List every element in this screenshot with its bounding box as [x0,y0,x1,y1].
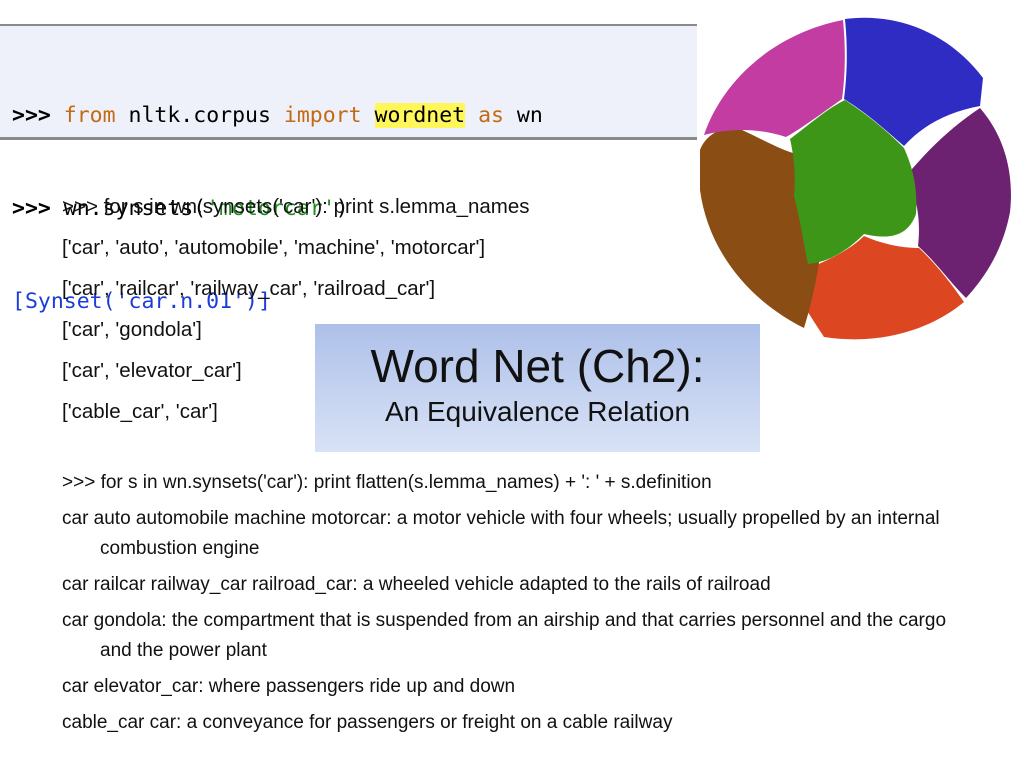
lemma-command-line: >>> for s in wn.synsets('car'): print s.… [62,195,530,218]
logo-segment-purple [906,108,1011,298]
code-alias: wn [516,103,543,128]
definition-line: car railcar railway_car railroad_car: a … [62,574,771,595]
logo-icon [700,17,1011,340]
wordnet-logo [698,0,1024,345]
code-keyword-import: import [283,103,362,128]
code-call: wn.synsets( [63,196,207,221]
slide-title: Word Net (Ch2): [370,340,705,392]
slide-title-box: Word Net (Ch2): An Equivalence Relation [315,324,760,452]
code-close-paren: ) [335,196,349,221]
code-snippet: >>> from nltk.corpus import wordnet as w… [0,24,697,314]
code-output: [Synset('car.n.01')] [12,289,271,314]
code-prompt: >>> [12,103,51,128]
definition-line: car gondola: the compartment that is sus… [62,610,947,661]
code-string-arg: 'motorcar' [206,196,336,221]
logo-segment-orange [786,236,964,340]
code-keyword-from: from [63,103,116,128]
logo-segment-blue [844,17,983,146]
lemma-result-line: ['car', 'elevator_car'] [62,359,242,382]
code-line-synsets: >>> wn.synsets('motorcar') [12,193,697,224]
definition-line: cable_car car: a conveyance for passenge… [62,712,673,733]
slide-subtitle: An Equivalence Relation [384,396,691,427]
code-line-output: [Synset('car.n.01')] [12,286,697,317]
code-keyword-as: as [478,103,504,128]
code-line-import: >>> from nltk.corpus import wordnet as w… [12,100,697,131]
code-highlight-wordnet: wordnet [374,103,466,128]
lemma-result-line: ['car', 'railcar', 'railway_car', 'railr… [62,277,436,300]
code-module: nltk.corpus [128,103,271,128]
logo-segment-magenta [704,20,845,137]
lemma-result-line: ['car', 'auto', 'automobile', 'machine',… [62,236,486,259]
lemma-result-line: ['car', 'gondola'] [62,318,202,341]
definition-output-block: >>> for s in wn.synsets('car'): print fl… [62,468,962,744]
definition-line: car elevator_car: where passengers ride … [62,676,516,697]
logo-segment-brown [700,128,823,328]
definition-command-line: >>> for s in wn.synsets('car'): print fl… [62,472,712,493]
code-prompt: >>> [12,196,51,221]
lemma-output-block: >>> for s in wn.synsets('car'): print s.… [62,186,530,432]
lemma-result-line: ['cable_car', 'car'] [62,400,218,423]
logo-segment-green [790,100,917,264]
definition-line: car auto automobile machine motorcar: a … [62,508,940,559]
